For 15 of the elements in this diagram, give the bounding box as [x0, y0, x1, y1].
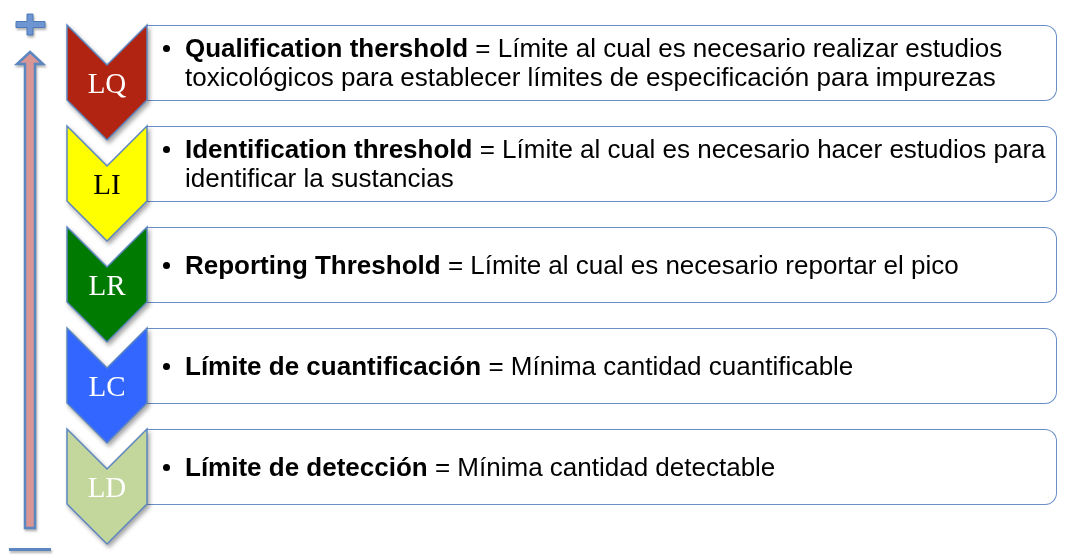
chevron-tag: LQ — [67, 25, 147, 140]
definition-box — [147, 227, 1057, 303]
definition-box — [147, 25, 1057, 101]
chevron-tag: LD — [67, 429, 147, 544]
definition-text: Identification threshold = Límite al cual es necesario hacer estudios para identificar la sustancias — [185, 135, 1047, 193]
definition-text: Reporting Threshold = Límite al cual es necesario reportar el pico — [185, 250, 959, 280]
definition-box — [147, 429, 1057, 505]
definition-text: Límite de cuantificación = Mínima cantidad cuantificable — [185, 351, 854, 381]
chevron-tag: LC — [67, 328, 147, 443]
definition-box — [147, 126, 1057, 202]
chevron-tag: LR — [67, 227, 147, 342]
definition-text: Qualification thershold = Límite al cual es necesario realizar estudios toxicológicos para establecer límites de especificación para impurezas — [185, 34, 1004, 92]
chevron-tag: LI — [67, 126, 147, 241]
definition-box — [147, 328, 1057, 404]
definition-text: Límite de detección = Mínima cantidad detectable — [185, 452, 776, 482]
